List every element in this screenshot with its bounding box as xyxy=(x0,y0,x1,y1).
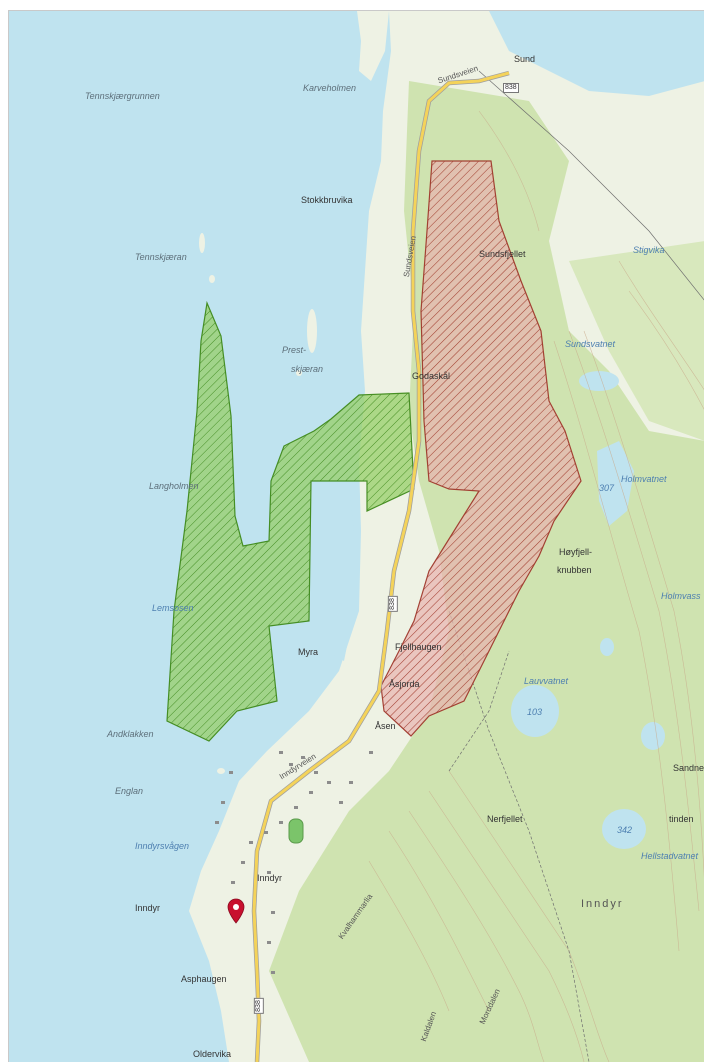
label-stokkbruvika: Stokkbruvika xyxy=(301,195,353,205)
lake-lauvvatnet xyxy=(511,685,559,737)
label-skjaeran: skjæran xyxy=(291,364,324,374)
label-asphaugen: Asphaugen xyxy=(181,974,227,984)
label-inndyr-village: Inndyr xyxy=(257,873,283,883)
label-sundsfjellet: Sundsfjellet xyxy=(479,249,526,259)
contour-lines xyxy=(368,110,704,1062)
label-sandnes: Sandnes xyxy=(673,763,704,773)
label-elev-307: 307 xyxy=(599,483,615,493)
label-prest: Prest- xyxy=(282,345,307,355)
label-nerfjellet: Nerfjellet xyxy=(487,814,523,824)
lake-342 xyxy=(602,809,646,849)
label-holmvatnet: Holmvatnet xyxy=(621,474,667,484)
red-zone[interactable] xyxy=(380,160,582,737)
lake-sundsvatnet xyxy=(579,371,619,391)
lake-small-1 xyxy=(641,722,665,750)
label-knubben: knubben xyxy=(557,565,592,575)
label-hoyfjell: Høyfjell- xyxy=(559,547,592,557)
land-north-tip xyxy=(357,11,389,81)
label-tennskjaergrunnen: Tennskjærgrunnen xyxy=(85,91,160,101)
lake-small-2 xyxy=(600,638,614,656)
label-elev-342: 342 xyxy=(617,825,633,835)
road-shield-838-mid: 838 xyxy=(387,596,398,612)
label-inndyr-place: Inndyr xyxy=(135,903,161,913)
map-canvas[interactable] xyxy=(9,11,704,1062)
village-buildings xyxy=(215,751,373,974)
label-karveholmen: Karveholmen xyxy=(303,83,357,93)
inner-bay xyxy=(309,481,354,661)
label-langholmen: Langholmen xyxy=(149,481,199,491)
label-godaskal: Godaskål xyxy=(412,371,451,381)
lake-holmvatnet xyxy=(597,441,634,526)
label-asen: Åsen xyxy=(375,721,396,731)
road-shield-838-top: 838 xyxy=(503,83,519,93)
label-elev-103: 103 xyxy=(527,707,543,717)
lake-north xyxy=(489,11,704,96)
label-inndyr-area: Inndyr xyxy=(581,898,624,910)
trail-lines xyxy=(448,70,704,1062)
sports-field xyxy=(288,818,304,844)
label-tinden: tinden xyxy=(669,814,694,824)
map-pin-icon[interactable] xyxy=(227,898,245,924)
label-lemsosen: Lemsosen xyxy=(152,603,194,613)
label-sund: Sund xyxy=(514,54,536,64)
label-oldervika: Oldervika xyxy=(193,1049,232,1059)
islands xyxy=(199,233,317,774)
main-road-fill xyxy=(252,71,510,1062)
label-inndyrsvagen: Inndyrsvågen xyxy=(135,841,190,851)
label-andklakken: Andklakken xyxy=(107,729,154,739)
label-asjorda: Åsjorda xyxy=(389,679,420,689)
label-tennskjaeran: Tennskjæran xyxy=(135,252,187,262)
forest-east xyxy=(569,241,704,441)
green-zone[interactable] xyxy=(166,300,415,742)
label-englan: Englan xyxy=(115,786,144,796)
road-shield-838-bottom: 838 xyxy=(253,998,264,1014)
label-hellstadvatnet: Hellstadvatnet xyxy=(641,851,699,861)
label-sundsvatnet: Sundsvatnet xyxy=(565,339,616,349)
label-lauvvatnet: Lauvvatnet xyxy=(524,676,569,686)
map-frame[interactable]: Sund Sundsveien 838 Karveholmen Tennskjæ… xyxy=(8,10,704,1062)
label-stigvika: Stigvika xyxy=(633,245,665,255)
label-myra: Myra xyxy=(298,647,318,657)
label-holmvassdalen: Holmvass xyxy=(661,591,701,601)
label-fjellhaugen: Fjellhaugen xyxy=(395,642,442,652)
